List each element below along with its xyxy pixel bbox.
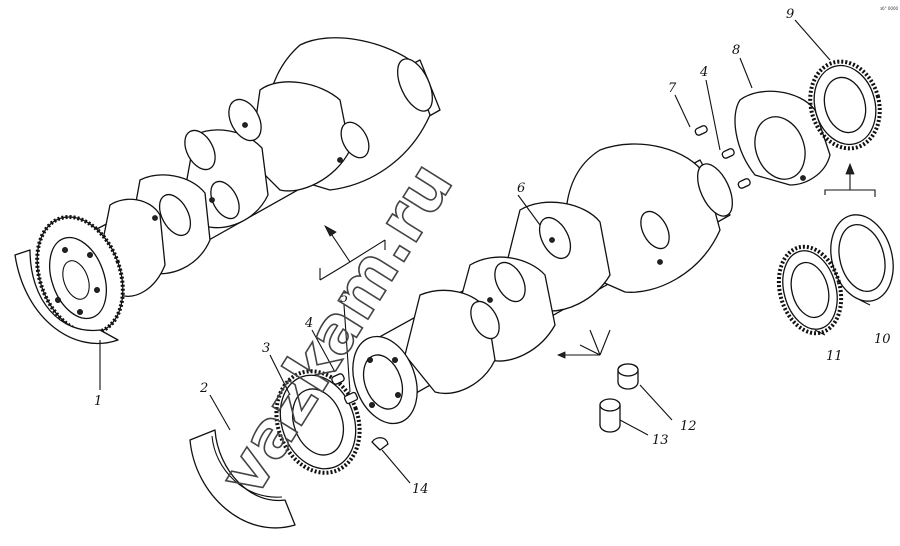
bushing-13 <box>599 398 621 433</box>
callout-8: 8 <box>732 43 740 58</box>
pin-14 <box>371 437 389 451</box>
key-5 <box>343 391 359 405</box>
callout-3: 3 <box>262 341 270 356</box>
callout-4a: 4 <box>304 316 313 331</box>
rear-gear-9 <box>808 59 882 151</box>
callout-5: 5 <box>340 291 348 306</box>
rear-thrust-washer-8 <box>734 90 831 186</box>
callout-11: 11 <box>826 349 843 364</box>
callout-4b: 4 <box>699 65 708 80</box>
crankshaft-upper-left <box>14 37 441 345</box>
callout-13: 13 <box>652 433 669 448</box>
crankshaft-center <box>352 143 733 425</box>
pin-rear-4 <box>721 148 751 189</box>
callout-9: 9 <box>786 7 794 22</box>
gear-11 <box>776 244 844 336</box>
direction-arrow-upper <box>319 225 386 281</box>
direction-arrow-right <box>824 162 876 197</box>
callout-10: 10 <box>874 332 891 347</box>
axis-symbol <box>556 329 611 359</box>
bushing-12 <box>617 363 639 390</box>
crankshaft-gear-3 <box>274 369 362 475</box>
callout-6: 6 <box>517 181 525 196</box>
washer-10 <box>830 214 894 302</box>
pin-front-4 <box>331 373 345 385</box>
pin-rear-7 <box>694 125 708 136</box>
callout-12: 12 <box>680 419 697 434</box>
callout-7: 7 <box>668 81 677 96</box>
callout-14: 14 <box>412 482 429 497</box>
callout-1: 1 <box>94 394 102 409</box>
thrust-washer-front-2 <box>189 429 296 529</box>
corner-code: зб° 0000 <box>880 6 899 11</box>
leader-lines <box>99 19 871 484</box>
callout-2: 2 <box>199 381 208 396</box>
